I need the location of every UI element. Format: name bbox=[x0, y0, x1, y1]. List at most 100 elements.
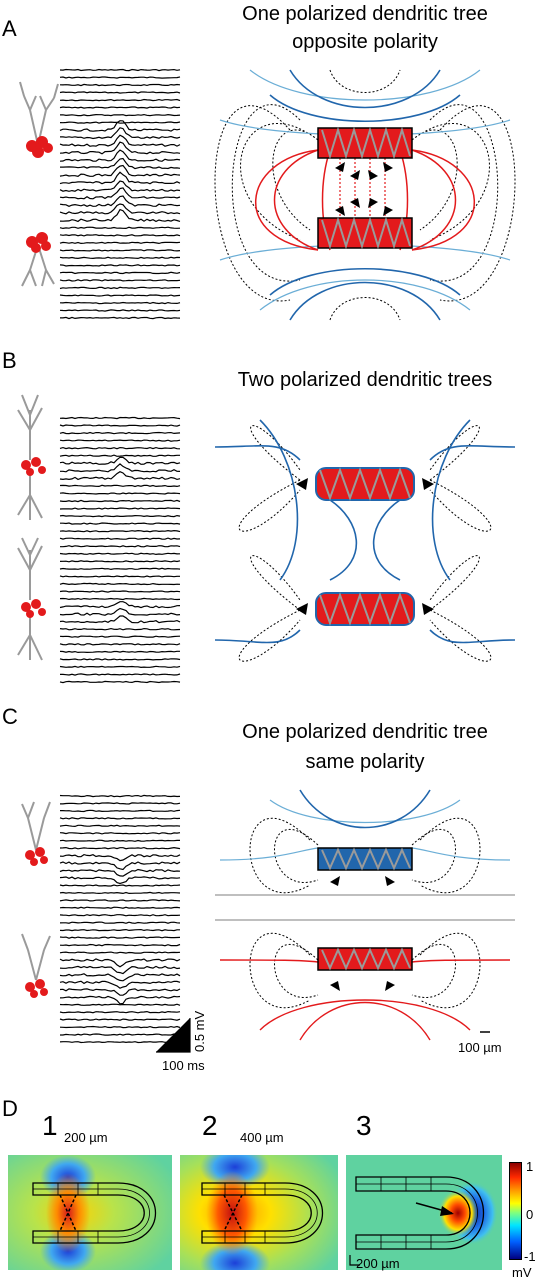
lfp-trace bbox=[59, 601, 181, 609]
lfp-trace bbox=[59, 928, 180, 932]
lfp-trace bbox=[59, 839, 180, 842]
lfp-trace bbox=[59, 164, 181, 177]
lfp-trace bbox=[59, 1018, 181, 1021]
lfp-trace bbox=[59, 446, 181, 450]
lfp-trace bbox=[59, 794, 181, 798]
panel-a-neuron-icons bbox=[19, 81, 59, 287]
colorbar-unit-label: mV bbox=[512, 1265, 532, 1280]
lfp-trace bbox=[59, 936, 181, 939]
colorbar-max-label: 1 bbox=[526, 1159, 534, 1174]
lfp-trace bbox=[59, 846, 181, 850]
lfp-trace bbox=[59, 279, 181, 282]
lfp-trace bbox=[59, 906, 181, 909]
lfp-trace bbox=[59, 256, 181, 260]
panel-c-title-line2: same polarity bbox=[305, 751, 425, 773]
lfp-trace bbox=[59, 529, 181, 533]
panel-a-field-map bbox=[214, 69, 516, 321]
panel-a-letter: A bbox=[2, 16, 17, 41]
lfp-trace bbox=[59, 537, 181, 540]
lfp-trace bbox=[59, 1003, 181, 1006]
lfp-trace bbox=[59, 439, 181, 442]
lfp-trace bbox=[59, 876, 181, 885]
lfp-trace bbox=[59, 988, 181, 996]
lfp-trace bbox=[59, 861, 181, 871]
lfp-trace bbox=[59, 958, 181, 968]
lfp-trace bbox=[59, 635, 181, 638]
panel-b-title: Two polarized dendritic trees bbox=[237, 369, 493, 391]
panel-c-lfp-traces bbox=[59, 794, 181, 1044]
panel-d-letter: D bbox=[2, 1096, 18, 1121]
lfp-trace bbox=[59, 597, 181, 601]
lfp-trace bbox=[59, 456, 181, 465]
colorbar-min-label: -1 bbox=[524, 1249, 536, 1264]
lfp-trace bbox=[59, 416, 181, 420]
subpanel-2-number: 2 bbox=[202, 1110, 218, 1141]
lfp-trace bbox=[59, 817, 181, 820]
lfp-trace bbox=[59, 149, 181, 162]
panel-d-scale-label: 200 µm bbox=[356, 1256, 400, 1271]
panel-b-lfp-traces bbox=[59, 416, 181, 684]
lfp-trace bbox=[59, 492, 181, 495]
panel-c-neuron-icons bbox=[21, 801, 51, 998]
lfp-trace bbox=[59, 590, 181, 593]
lfp-trace bbox=[59, 454, 180, 457]
lfp-trace bbox=[59, 195, 181, 207]
lfp-trace bbox=[59, 264, 181, 267]
lfp-trace bbox=[59, 615, 181, 624]
lfp-trace bbox=[59, 658, 181, 661]
panel-b-field-map bbox=[214, 419, 516, 662]
lfp-trace bbox=[59, 891, 181, 895]
lfp-trace bbox=[59, 973, 181, 982]
lfp-trace bbox=[59, 627, 181, 631]
lfp-trace bbox=[60, 1033, 181, 1036]
lfp-trace bbox=[59, 484, 181, 488]
lfp-trace bbox=[60, 316, 181, 320]
lfp-trace bbox=[59, 294, 181, 297]
lfp-trace bbox=[59, 424, 181, 427]
lfp-trace bbox=[59, 301, 181, 305]
lfp-trace bbox=[59, 1040, 181, 1044]
distance-scale-label: 100 µm bbox=[458, 1040, 502, 1055]
panel-b-neuron-icons bbox=[17, 394, 46, 661]
lfp-trace bbox=[59, 1010, 181, 1014]
subpanel-3-number: 3 bbox=[356, 1110, 372, 1141]
lfp-trace bbox=[59, 582, 181, 586]
time-scale-label: 100 ms bbox=[162, 1058, 205, 1073]
colorbar-mid-label: 0 bbox=[526, 1207, 534, 1222]
lfp-trace bbox=[59, 471, 181, 481]
lfp-trace bbox=[59, 98, 181, 102]
lfp-trace bbox=[59, 187, 181, 200]
lfp-trace bbox=[59, 650, 180, 654]
panel-c-title-line1: One polarized dendritic tree bbox=[242, 721, 488, 743]
lfp-trace bbox=[59, 868, 181, 877]
lfp-trace bbox=[60, 544, 181, 548]
lfp-trace bbox=[59, 899, 181, 902]
lfp-trace bbox=[59, 134, 181, 147]
lfp-trace bbox=[59, 643, 181, 646]
lfp-trace bbox=[59, 226, 181, 230]
subpanel-2-caption: 400 µm bbox=[240, 1130, 284, 1145]
potential-map-1 bbox=[8, 1155, 172, 1270]
lfp-trace bbox=[59, 507, 181, 510]
lfp-trace bbox=[59, 241, 181, 245]
lfp-trace bbox=[59, 824, 181, 828]
voltage-scale-label: 0.5 mV bbox=[192, 1010, 207, 1052]
potential-map-3 bbox=[346, 1155, 502, 1270]
panel-a-lfp-traces bbox=[59, 68, 181, 320]
neuron-icon-lower bbox=[21, 232, 55, 287]
lfp-trace bbox=[59, 234, 181, 237]
lfp-trace bbox=[59, 83, 181, 87]
lfp-trace bbox=[59, 965, 181, 975]
lfp-trace bbox=[59, 171, 181, 185]
lfp-trace bbox=[59, 832, 181, 835]
colorbar bbox=[509, 1162, 522, 1260]
lfp-trace bbox=[59, 552, 181, 556]
lfp-trace bbox=[59, 121, 181, 124]
lfp-trace bbox=[59, 431, 181, 435]
neuron-icon-upper bbox=[19, 81, 59, 158]
potential-map-3-svg bbox=[346, 1155, 502, 1270]
lfp-trace bbox=[59, 560, 181, 563]
lfp-trace bbox=[59, 567, 181, 571]
lfp-trace bbox=[59, 91, 181, 94]
lfp-trace bbox=[59, 286, 181, 290]
